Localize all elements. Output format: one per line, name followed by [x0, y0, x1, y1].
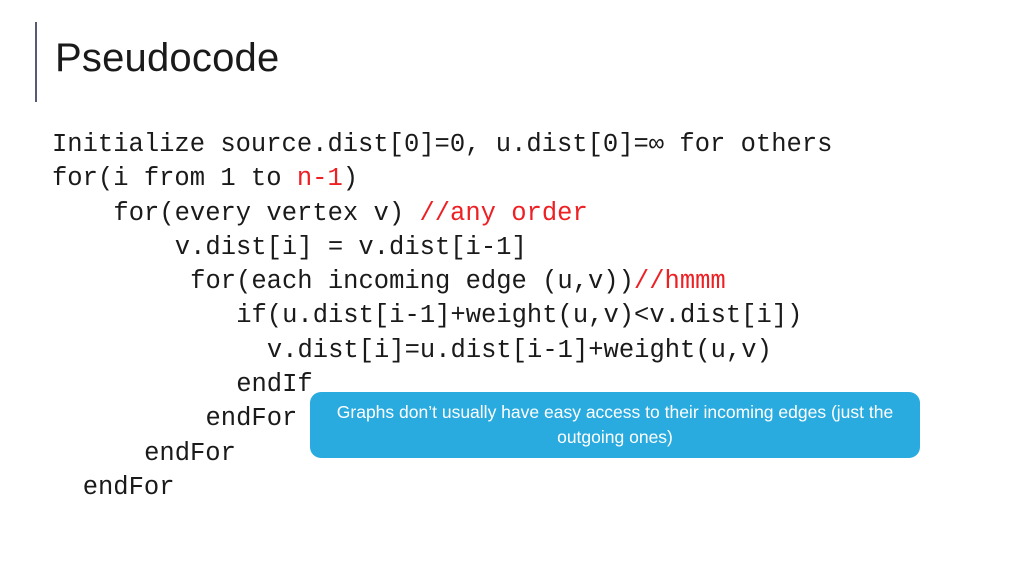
code-line: endFor — [0, 471, 1024, 505]
code-text: ) — [342, 164, 359, 194]
code-line: v.dist[i] = v.dist[i-1] — [0, 231, 1024, 265]
pseudocode-block: Initialize source.dist[0]=0, u.dist[0]=∞… — [0, 128, 1024, 505]
code-text: endFor — [205, 404, 298, 434]
code-text: v.dist[i]=u.dist[i-1]+weight(u,v) — [266, 335, 772, 365]
code-comment: //hmmm — [633, 267, 726, 297]
code-line: Initialize source.dist[0]=0, u.dist[0]=∞… — [0, 128, 1024, 162]
code-line: for(every vertex v) //any order — [0, 197, 1024, 231]
code-line: for(each incoming edge (u,v))//hmmm — [0, 265, 1024, 299]
code-text: for(every vertex v) — [113, 198, 420, 228]
page-title: Pseudocode — [55, 36, 280, 80]
code-text: for(i from 1 to — [52, 164, 297, 194]
code-text: for(each incoming edge (u,v)) — [190, 267, 634, 297]
code-text: Initialize source.dist[0]=0, u.dist[0]=∞… — [52, 130, 833, 159]
code-text: endFor — [144, 438, 236, 468]
code-text: v.dist[i] = v.dist[i-1] — [174, 232, 527, 262]
code-line: endIf — [0, 368, 1024, 402]
callout-box: Graphs don’t usually have easy access to… — [310, 392, 920, 458]
code-line: v.dist[i]=u.dist[i-1]+weight(u,v) — [0, 334, 1024, 368]
code-text: endIf — [236, 370, 313, 400]
title-accent-bar — [35, 22, 37, 102]
code-comment: n-1 — [296, 164, 343, 194]
code-text: endFor — [82, 472, 175, 502]
code-line: endFor — [0, 402, 1024, 436]
code-comment: //any order — [419, 198, 588, 228]
code-line: endFor — [0, 437, 1024, 471]
code-text: if(u.dist[i-1]+weight(u,v)<v.dist[i]) — [236, 301, 803, 331]
code-line: for(i from 1 to n-1) — [0, 162, 1024, 196]
callout-text: Graphs don’t usually have easy access to… — [336, 402, 894, 447]
code-line: if(u.dist[i-1]+weight(u,v)<v.dist[i]) — [0, 299, 1024, 333]
